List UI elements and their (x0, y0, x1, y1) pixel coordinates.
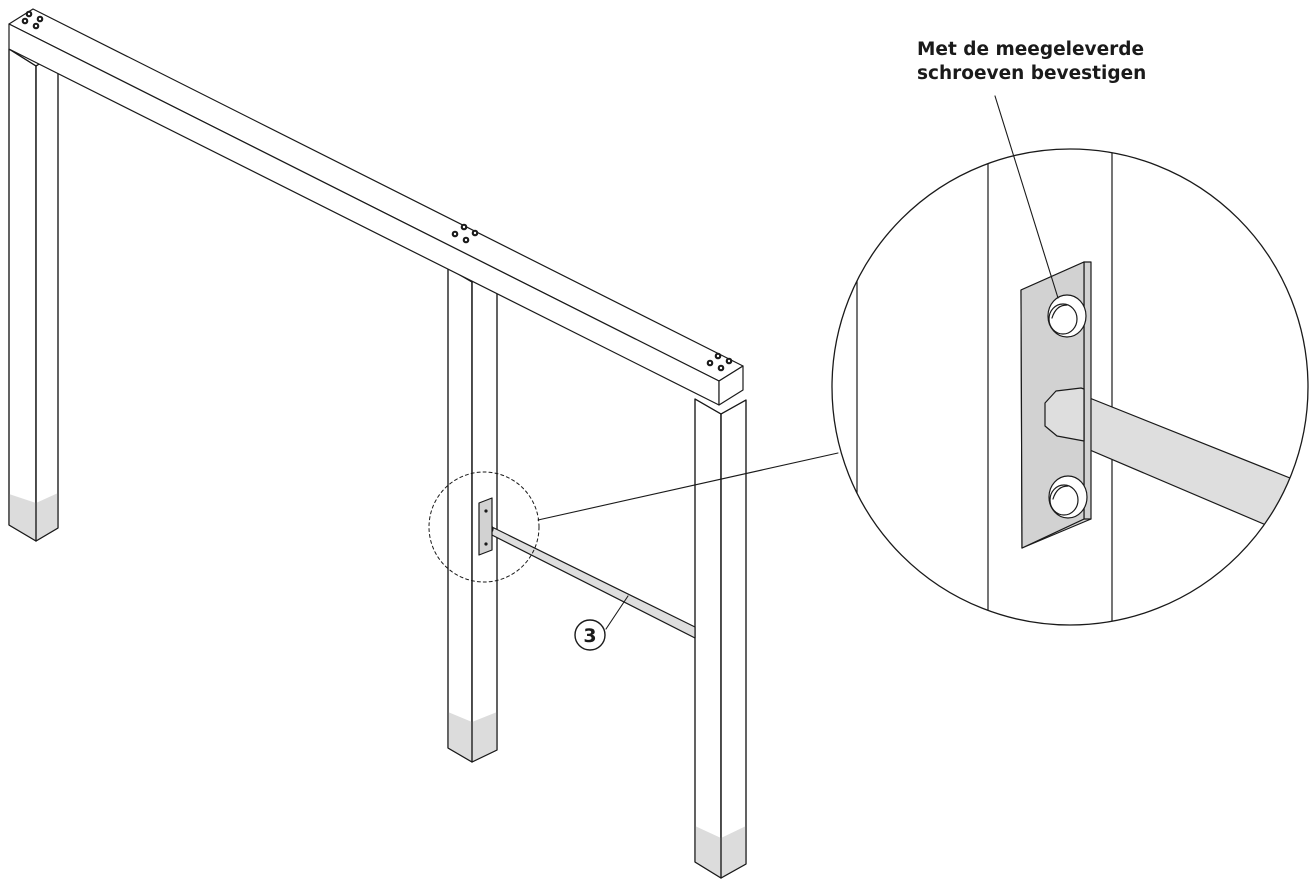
screw-holes-middle (451, 223, 479, 244)
top-beam-upper-face (8, 8, 744, 382)
detail-magnified-view (832, 149, 1308, 625)
detail-marker-circle (428, 471, 540, 583)
detail-view-border (831, 148, 1309, 626)
callout-line-1: Met de meegeleverde (917, 39, 1145, 60)
right-leg (694, 398, 747, 879)
part-number-text: 3 (583, 625, 596, 647)
left-leg (8, 48, 59, 542)
middle-leg-foot-cap (448, 712, 472, 762)
screw-holes-right-end (706, 352, 733, 372)
screw-callout-text: Met de meegeleverde schroeven bevestigen (917, 38, 1146, 86)
right-leg-foot-cap (695, 826, 721, 878)
callout-line-2: schroeven bevestigen (917, 63, 1147, 84)
top-beam-end-face (718, 365, 744, 406)
top-beam-side-face (8, 23, 720, 406)
top-beam (8, 8, 744, 406)
detail-leader-line (537, 452, 839, 521)
screw-holes-left-end (21, 10, 44, 30)
detail-screw-bottom (1048, 475, 1088, 519)
part-number-label: 3 (574, 595, 629, 651)
left-leg-foot-cap (9, 494, 36, 541)
detail-screw-top (1047, 294, 1087, 338)
mounting-plate (478, 497, 493, 556)
callout-leader-line (994, 95, 1059, 299)
